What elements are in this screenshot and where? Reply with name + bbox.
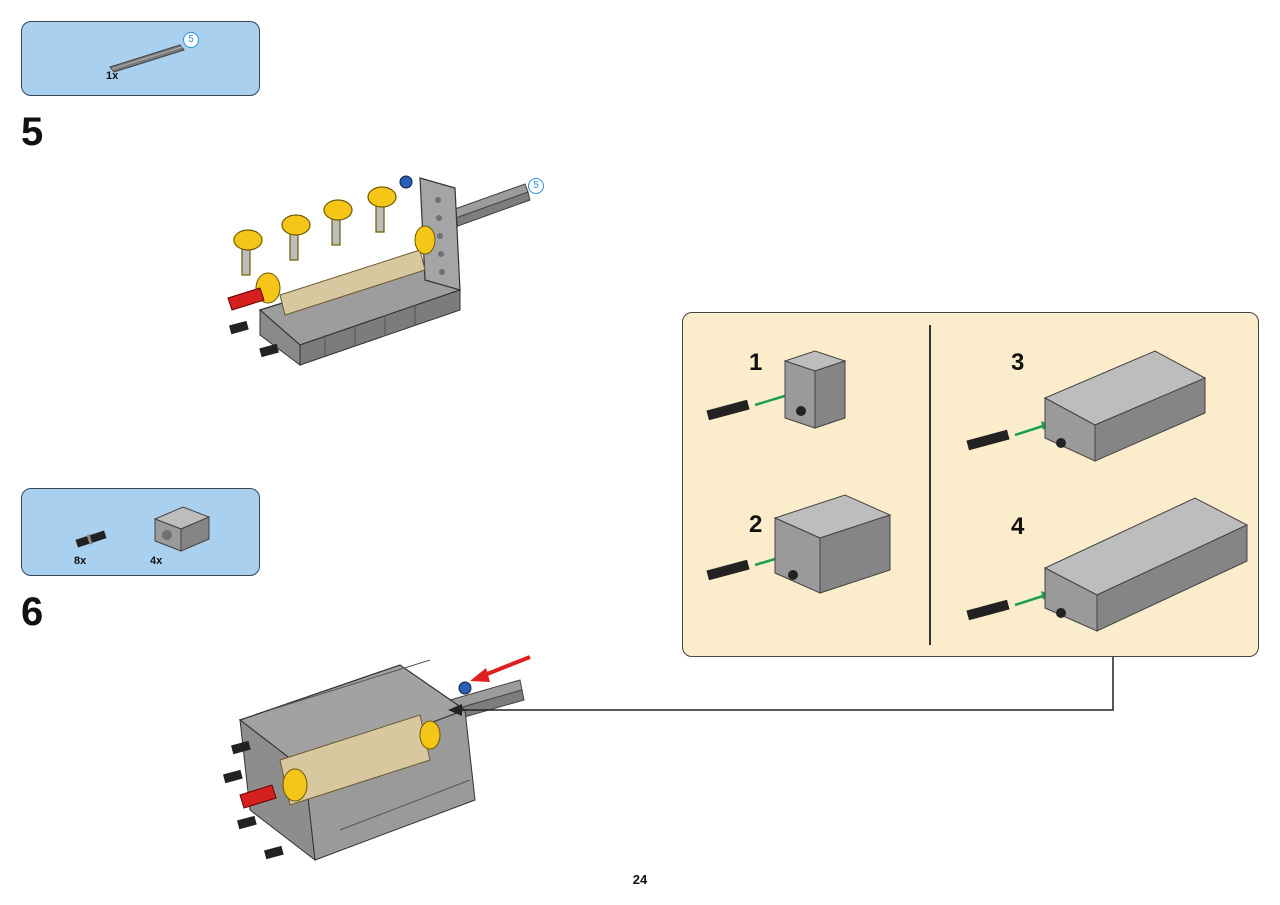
substep-2-illustration — [706, 494, 892, 594]
axle-quantity: 1x — [106, 70, 119, 82]
step-6-engine-model — [223, 659, 525, 862]
substep-2-number: 2 — [749, 511, 763, 538]
callout-connector-line — [448, 656, 1114, 716]
axle-part-icon — [109, 44, 185, 73]
substep-3-illustration — [966, 350, 1207, 462]
parts-box-step-5: 5 1x — [21, 21, 260, 96]
page-number: 24 — [632, 872, 648, 887]
sub-assembly-callout: 1 2 3 4 — [682, 312, 1259, 657]
cylinder-block-part-icon — [153, 506, 211, 552]
substep-1-number: 1 — [749, 349, 763, 376]
substep-4-number: 4 — [1011, 513, 1025, 540]
pin-part-icon — [75, 530, 107, 548]
step-5-number: 5 — [21, 110, 44, 154]
model-axle-length-badge: 5 — [528, 178, 544, 194]
axle-length-badge: 5 — [183, 32, 199, 48]
callout-divider — [929, 325, 931, 645]
step-6-number: 6 — [21, 590, 44, 634]
attention-arrow — [470, 655, 531, 682]
substep-4-illustration — [966, 497, 1249, 632]
substep-3-number: 3 — [1011, 349, 1025, 376]
cylinder-block-quantity: 4x — [150, 555, 163, 567]
substep-1-illustration — [706, 350, 847, 429]
pin-quantity: 8x — [74, 555, 87, 567]
parts-box-step-6: 8x 4x — [21, 488, 260, 576]
step-5-engine-model — [227, 175, 531, 366]
